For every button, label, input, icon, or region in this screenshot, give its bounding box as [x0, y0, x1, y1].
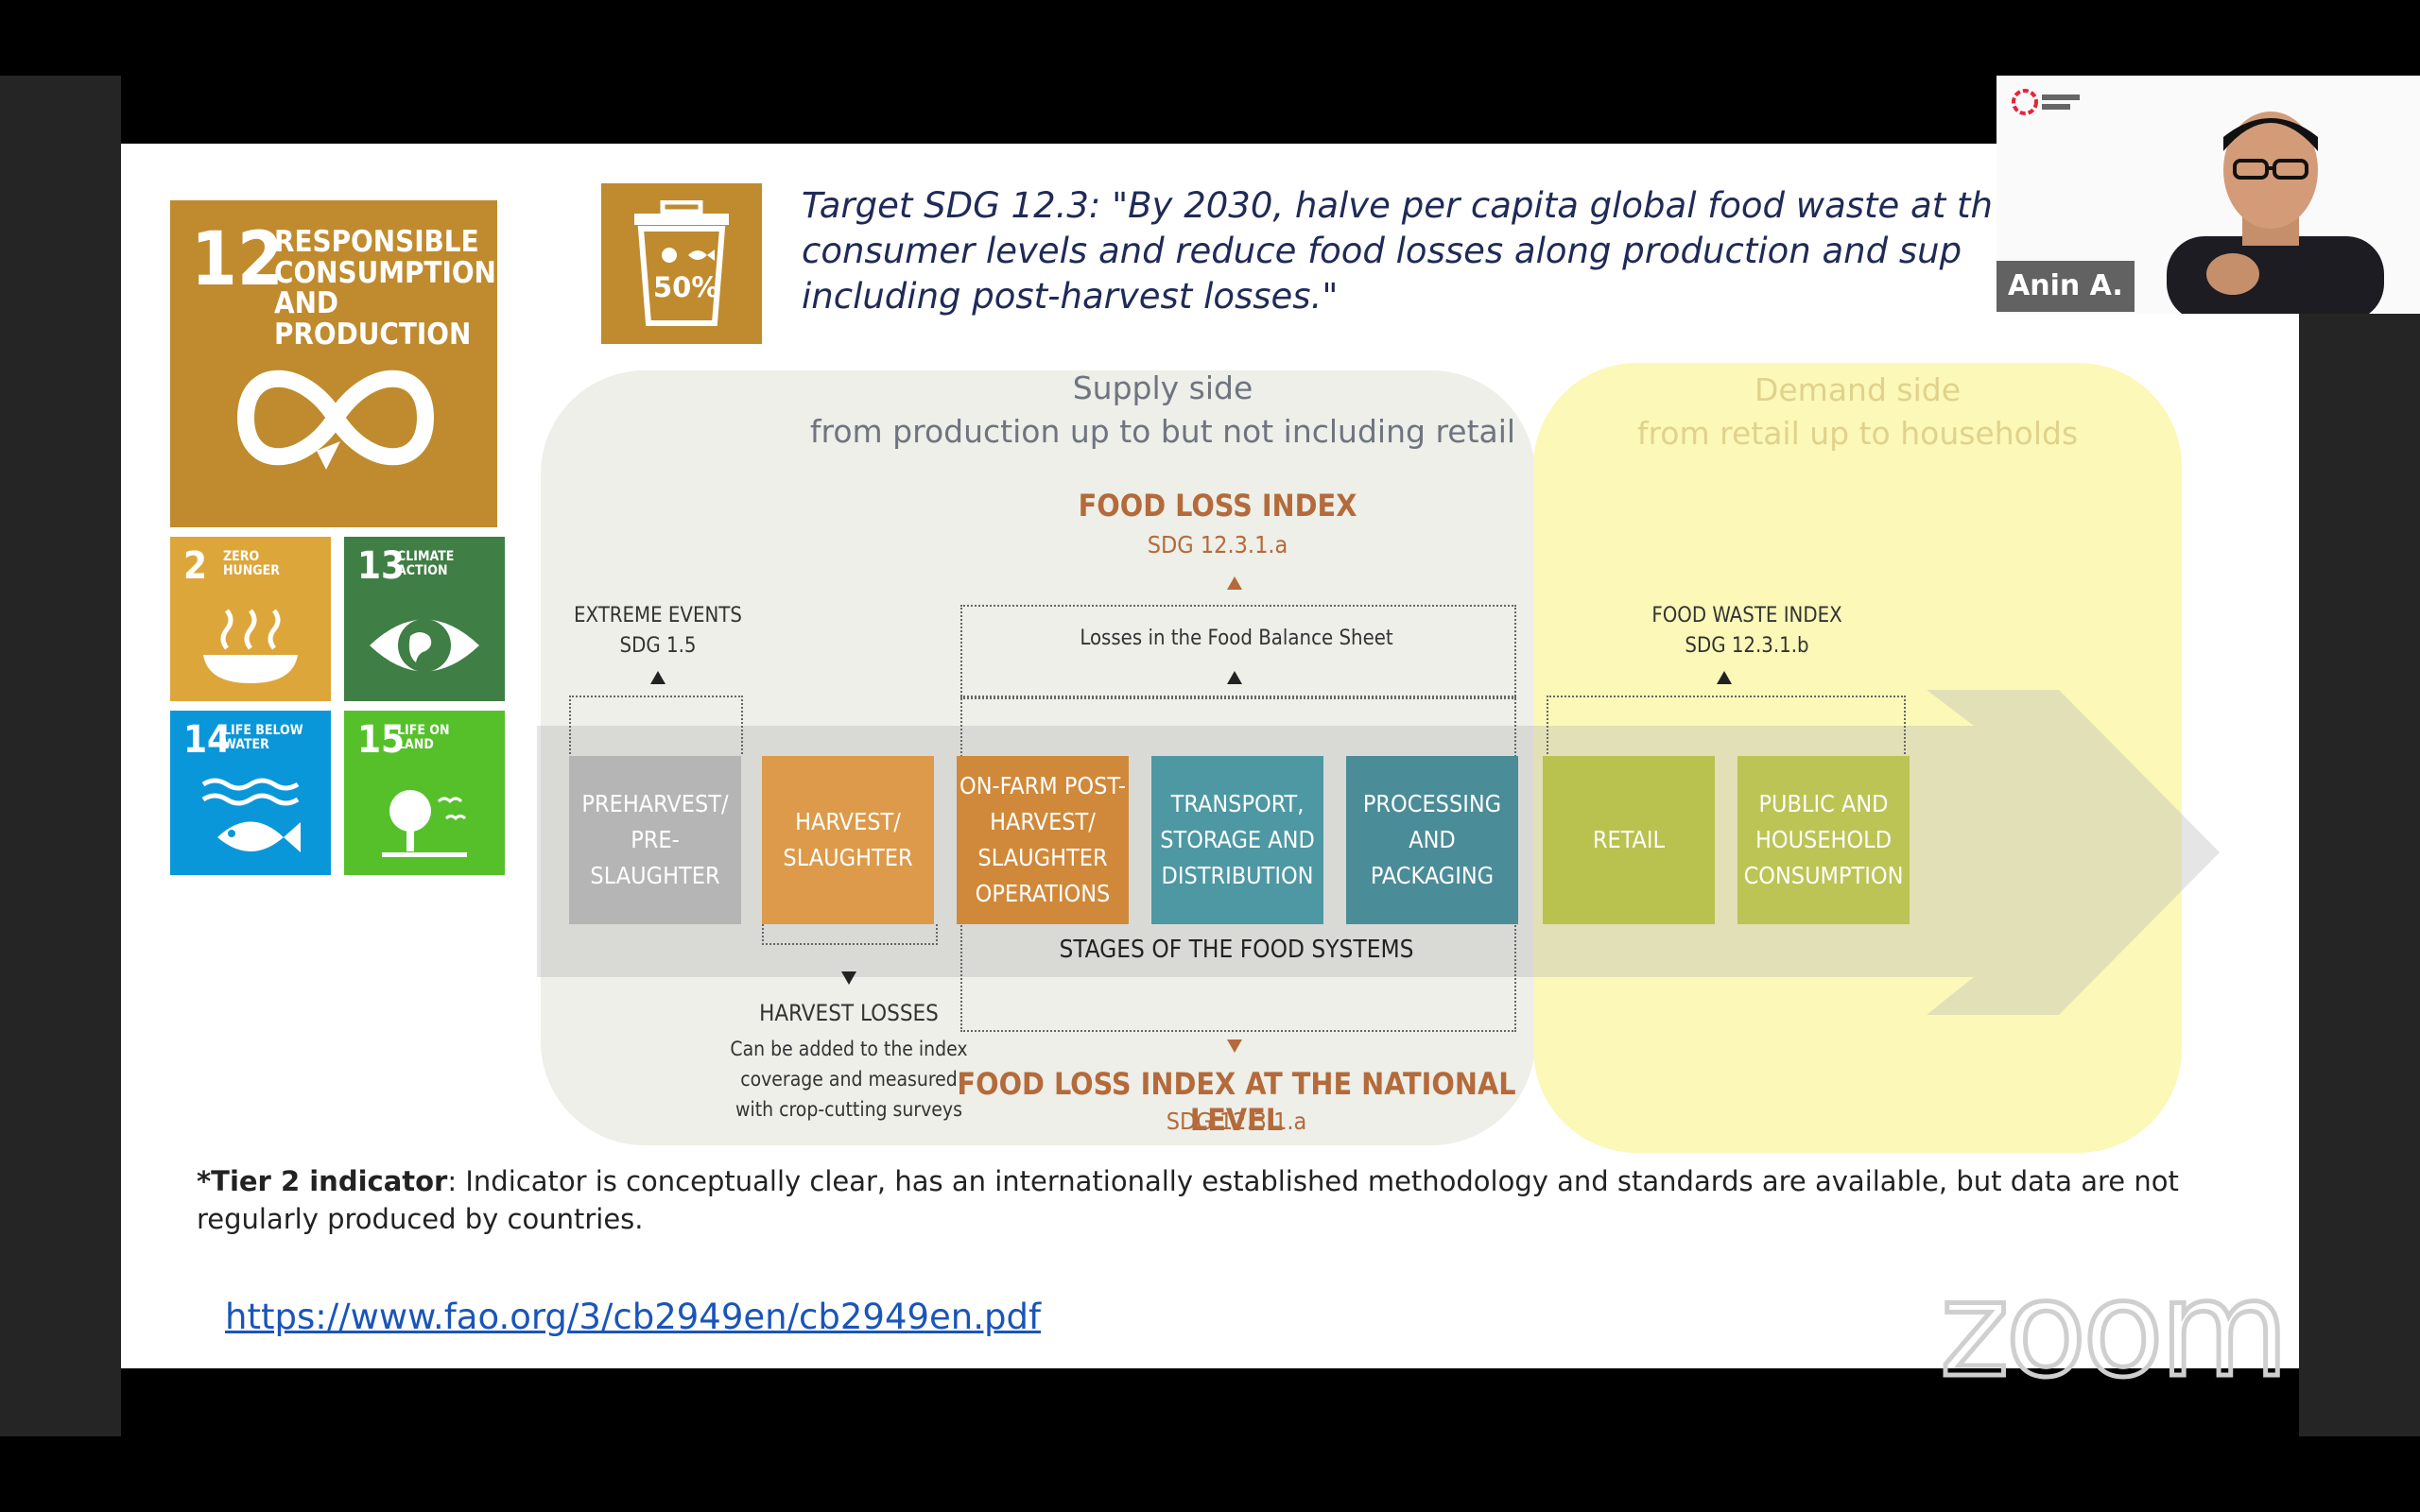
harvest-losses-line2: coverage and measured [740, 1068, 958, 1091]
supply-side-title: Supply side from production up to but no… [541, 367, 1785, 454]
extreme-events-code: SDG 1.5 [619, 634, 697, 658]
food-waste-dotted-box [1547, 696, 1906, 754]
eye-globe-icon [370, 619, 479, 672]
stages-caption: STAGES OF THE FOOD SYSTEMS [1059, 936, 1414, 964]
harvest-losses-note: HARVEST LOSSES Can be added to the index… [726, 998, 972, 1125]
sdg-2-tile: 2 ZERO HUNGER [170, 537, 331, 701]
arrow-up-brown [1227, 576, 1242, 590]
harvest-losses-line3: with crop-cutting surveys [735, 1098, 962, 1121]
participant-name-tag: Anin A. [1996, 261, 2135, 312]
shared-slide: 12 RESPONSIBLE CONSUMPTION AND PRODUCTIO… [121, 144, 2299, 1368]
stage-preharvest: PREHARVEST/ PRE-SLAUGHTER [569, 756, 741, 924]
sdg-15-number: 15 [357, 718, 406, 762]
sdg-14-tile: 14 LIFE BELOW WATER [170, 711, 331, 875]
supply-side-heading: Supply side [1072, 369, 1253, 406]
zoom-watermark: zoom [1937, 1251, 2290, 1410]
participant-avatar [2167, 112, 2384, 314]
extreme-events-label: EXTREME EVENTS SDG 1.5 [544, 601, 771, 662]
tier-2-footnote: *Tier 2 indicator: Indicator is conceptu… [197, 1162, 2238, 1238]
demand-side-subheading: from retail up to households [1636, 415, 2079, 452]
stage-transport-storage: TRANSPORT, STORAGE AND DISTRIBUTION [1151, 756, 1323, 924]
sdg-12-number: 12 [191, 217, 284, 302]
left-letterbox [0, 76, 121, 1436]
trash-bin-icon [634, 200, 729, 326]
sdg-2-label: ZERO HUNGER [223, 549, 280, 578]
sdg-14-label: LIFE BELOW WATER [223, 723, 303, 752]
stage-household-consumption: PUBLIC AND HOUSEHOLD CONSUMPTION [1737, 756, 1910, 924]
national-level-index-title: FOOD LOSS INDEX AT THE NATIONAL LEVEL [957, 1066, 1516, 1138]
sdg-2-number: 2 [183, 544, 208, 588]
demand-side-title: Demand side from retail up to households [1533, 369, 2182, 455]
food-waste-index-code: SDG 12.3.1.b [1685, 634, 1809, 658]
sdg-13-tile: 13 CLIMATE ACTION [344, 537, 505, 701]
arrow-up [650, 671, 666, 684]
sdg-13-label: CLIMATE ACTION [397, 549, 455, 578]
target-sdg-text: Target SDG 12.3: "By 2030, halve per cap… [802, 185, 1993, 317]
fish-icon [201, 778, 301, 852]
extreme-events-dotted-box [569, 696, 743, 754]
supply-side-subheading: from production up to but not including … [809, 413, 1516, 450]
tier-2-description: : Indicator is conceptually clear, has a… [197, 1165, 2179, 1235]
food-waste-index-label: FOOD WASTE INDEX SDG 12.3.1.b [1634, 601, 1860, 662]
arrow-up [1227, 671, 1242, 684]
food-balance-label: Losses in the Food Balance Sheet [1080, 627, 1393, 650]
stage-harvest: HARVEST/ SLAUGHTER [762, 756, 934, 924]
harvest-losses-line1: Can be added to the index [730, 1038, 968, 1060]
national-level-index-code: SDG 12.3.1.a [1166, 1108, 1307, 1135]
stage-retail: RETAIL [1543, 756, 1715, 924]
food-balance-divider [960, 696, 1516, 699]
sdg-move-logo-icon [2012, 89, 2080, 115]
sdg-12-label: RESPONSIBLE CONSUMPTION AND PRODUCTION [274, 225, 496, 352]
extreme-events-title: EXTREME EVENTS [574, 604, 742, 627]
sdg-14-number: 14 [183, 718, 232, 762]
stage-processing-packaging: PROCESSING AND PACKAGING [1346, 756, 1518, 924]
demand-side-heading: Demand side [1754, 371, 1962, 408]
harvest-losses-title: HARVEST LOSSES [759, 1000, 939, 1026]
bowl-icon [203, 609, 298, 683]
sdg-15-label: LIFE ON LAND [397, 723, 450, 752]
sdg-13-number: 13 [357, 544, 406, 588]
food-loss-index-code: SDG 12.3.1.a [1147, 531, 1288, 558]
food-waste-index-title: FOOD WASTE INDEX [1651, 604, 1842, 627]
sdg-12-tile: 12 RESPONSIBLE CONSUMPTION AND PRODUCTIO… [170, 200, 497, 527]
bin-percent-label: 50% [653, 271, 719, 303]
arrow-down-brown [1227, 1040, 1242, 1053]
bottom-letterbox [121, 1368, 2299, 1436]
infinity-icon [236, 369, 435, 470]
food-loss-index-title: FOOD LOSS INDEX [1078, 488, 1357, 524]
arrow-up [1717, 671, 1732, 684]
fao-source-link[interactable]: https://www.fao.org/3/cb2949en/cb2949en.… [225, 1297, 1042, 1337]
top-letterbox [121, 76, 2299, 144]
tree-bird-icon [382, 790, 467, 857]
food-waste-bin-tile: 50% [601, 183, 762, 344]
arrow-down [841, 971, 856, 985]
sdg-15-tile: 15 LIFE ON LAND [344, 711, 505, 875]
stage-on-farm-post-harvest: ON-FARM POST-HARVEST/ SLAUGHTER OPERATIO… [957, 756, 1129, 924]
harvest-losses-dotted-box [762, 924, 938, 945]
tier-2-label: *Tier 2 indicator [197, 1165, 448, 1197]
